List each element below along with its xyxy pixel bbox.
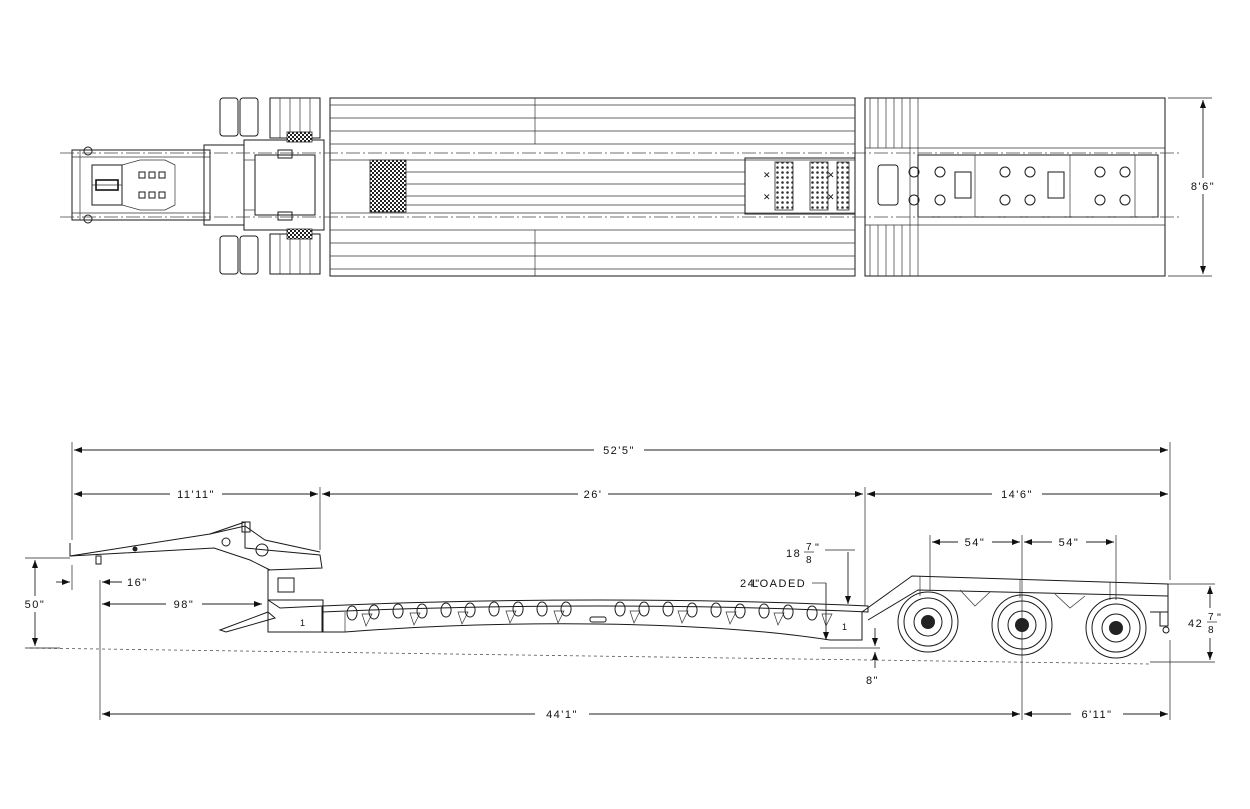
kingpin-to-axle-label: 44'1" (546, 709, 578, 721)
rear-length-label: 14'6" (1001, 489, 1033, 501)
axle-to-rear-dimension: 6'11" (1024, 706, 1168, 722)
gooseneck-length-label: 11'11" (177, 489, 215, 501)
axle-spacing-2-label: 54" (1059, 537, 1080, 549)
swing-radius-dimension: 98" (102, 596, 262, 612)
axle-spacing-dimensions: 54" 54" (932, 535, 1114, 550)
gooseneck-height-dimension: 50" (18, 557, 70, 649)
ground-clearance-dimension: 8" (820, 628, 880, 687)
main-deck-top: ✕ ✕ ✕ ✕ (329, 97, 856, 277)
deck-holes (346, 601, 833, 627)
axle-to-rear-label: 6'11" (1081, 709, 1112, 721)
svg-text:1: 1 (300, 618, 307, 628)
gooseneck-top (71, 139, 325, 231)
rear-deck-drop-dimension: 18 7 8 " (786, 542, 855, 604)
svg-text:✕: ✕ (827, 192, 836, 202)
rear-deck-drop-numerator: 7 (806, 542, 813, 553)
overall-length-dimension: 52'5" (74, 442, 1168, 458)
kingpin-setback-label: 16" (127, 577, 148, 589)
overall-length-label: 52'5" (603, 445, 635, 457)
deck-beam-side: 1 1 (300, 599, 869, 641)
gooseneck-side (69, 521, 324, 633)
wheel-3 (1085, 597, 1147, 659)
rear-deck-drop-unit: " (815, 542, 820, 554)
loaded-label: LOADED (752, 578, 806, 590)
svg-text:1: 1 (842, 622, 849, 632)
loaded-height-dimension: 24" LOADED (740, 578, 829, 640)
svg-text:✕: ✕ (763, 192, 772, 202)
svg-text:✕: ✕ (827, 170, 836, 180)
kingpin-to-axle-dimension: 44'1" (102, 706, 1020, 722)
ground-line (29, 647, 1151, 665)
rear-height-dimension: 42 7 8 " (1150, 583, 1226, 663)
rear-deck-drop-denominator: 8 (806, 555, 813, 566)
ground-clearance-label: 8" (866, 675, 879, 687)
gooseneck-length-dimension: 11'11" (74, 486, 318, 502)
rear-deck-drop-whole: 18 (786, 548, 801, 560)
swing-radius-label: 98" (174, 599, 195, 611)
gooseneck-height-label: 50" (25, 599, 46, 611)
deck-length-label: 26' (584, 489, 603, 501)
deck-length-dimension: 26' (322, 486, 863, 502)
front-wheels-top (219, 97, 321, 275)
rear-height-whole: 42 (1188, 618, 1203, 630)
rear-height-numerator: 7 (1208, 612, 1215, 623)
svg-text:✕: ✕ (763, 170, 772, 180)
loaded-height-label: 24" (740, 578, 761, 590)
wheel-1 (897, 591, 959, 653)
width-label: 8'6" (1191, 181, 1215, 193)
width-dimension: 8'6" (1168, 97, 1221, 277)
side-view: 1 1 (18, 442, 1226, 722)
axle-spacing-1-label: 54" (965, 537, 986, 549)
rear-height-denominator: 8 (1208, 625, 1215, 636)
rear-height-unit: " (1217, 612, 1222, 624)
rear-section-top (864, 97, 1166, 277)
kingpin-setback-dimension: 16" (56, 565, 148, 590)
rear-length-dimension: 14'6" (867, 486, 1168, 502)
top-view: ✕ ✕ ✕ ✕ (60, 97, 1221, 277)
